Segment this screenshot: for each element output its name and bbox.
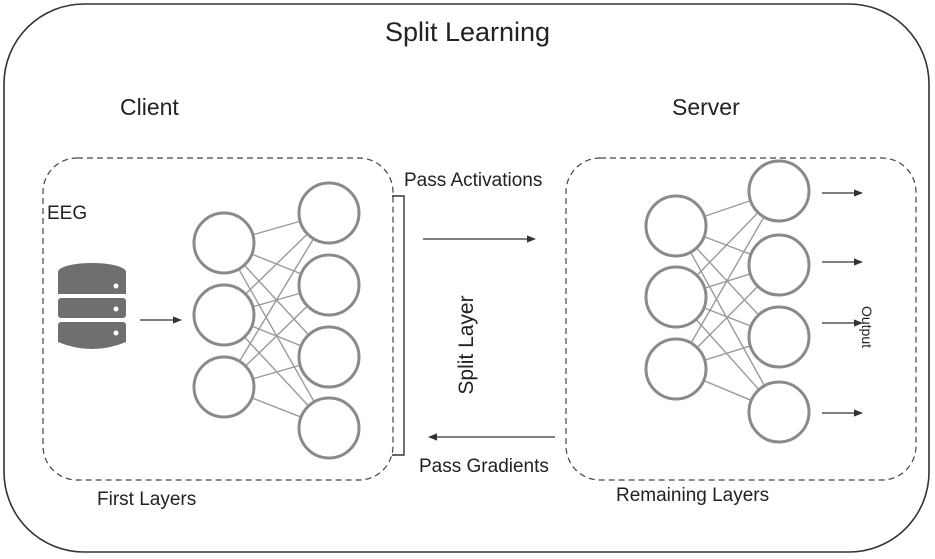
split-layer-label: Split Layer (455, 295, 478, 395)
server-neuron-layer-2 (747, 305, 811, 369)
client-neuron-layer-2 (297, 396, 361, 460)
pass-activations-label: Pass Activations (404, 170, 543, 191)
server-neuron-layer-2 (747, 380, 811, 444)
client-neuron-layer-1 (192, 211, 256, 275)
server-neuron-layer-1 (644, 337, 708, 401)
server-neuron-layer-2 (747, 233, 811, 297)
client-neuron-layer-1 (192, 283, 256, 347)
server-neuron-layer-1 (644, 265, 708, 329)
client-neural-network (192, 181, 361, 460)
data-source-label: EEG (47, 203, 88, 224)
server-connection (675, 190, 780, 370)
pass-gradients-label: Pass Gradients (419, 456, 549, 477)
server-neuron-layer-2 (747, 159, 811, 223)
remaining-layers-label: Remaining Layers (616, 485, 770, 506)
client-neuron-layer-2 (297, 253, 361, 317)
client-panel (42, 157, 394, 481)
server-panel (565, 157, 917, 481)
server-neural-network (644, 159, 811, 444)
server-neuron-layer-1 (644, 194, 708, 258)
client-connection (223, 212, 330, 388)
client-neuron-layer-2 (297, 181, 361, 245)
client-neuron-layer-1 (192, 355, 256, 419)
client-neuron-layer-2 (297, 325, 361, 389)
split-layer-bracket (392, 195, 405, 456)
server-label: Server (672, 94, 740, 120)
client-label: Client (120, 94, 179, 120)
diagram-title: Split Learning (384, 17, 551, 47)
server-connection (675, 225, 780, 413)
output-label: Output (859, 305, 875, 349)
database-icon (58, 263, 126, 349)
outer-frame (3, 3, 930, 553)
first-layers-label: First Layers (97, 489, 197, 510)
